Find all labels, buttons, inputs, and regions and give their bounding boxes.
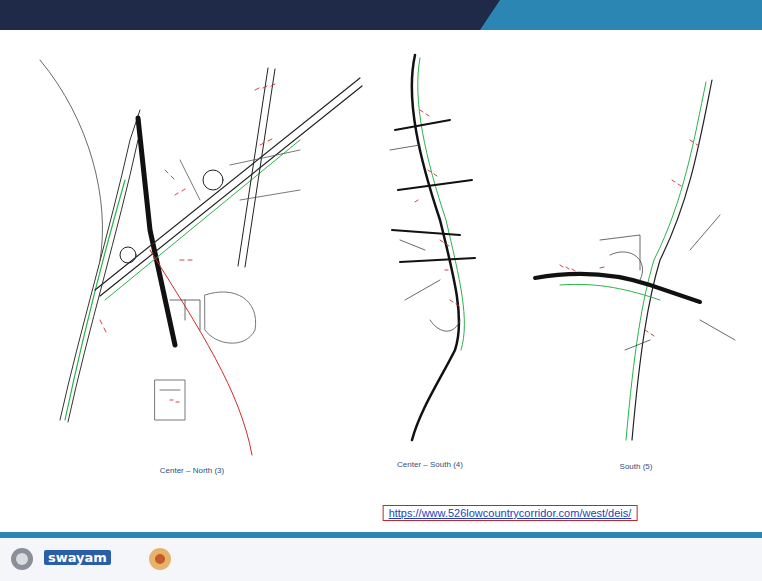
map-caption: South (5) <box>620 462 653 471</box>
map-caption: Center – South (4) <box>397 460 463 469</box>
map-caption: Center – North (3) <box>160 466 224 475</box>
source-link: https://www.526lowcountrycorridor.com/we… <box>383 505 638 521</box>
logo-text: swayam <box>44 550 111 565</box>
